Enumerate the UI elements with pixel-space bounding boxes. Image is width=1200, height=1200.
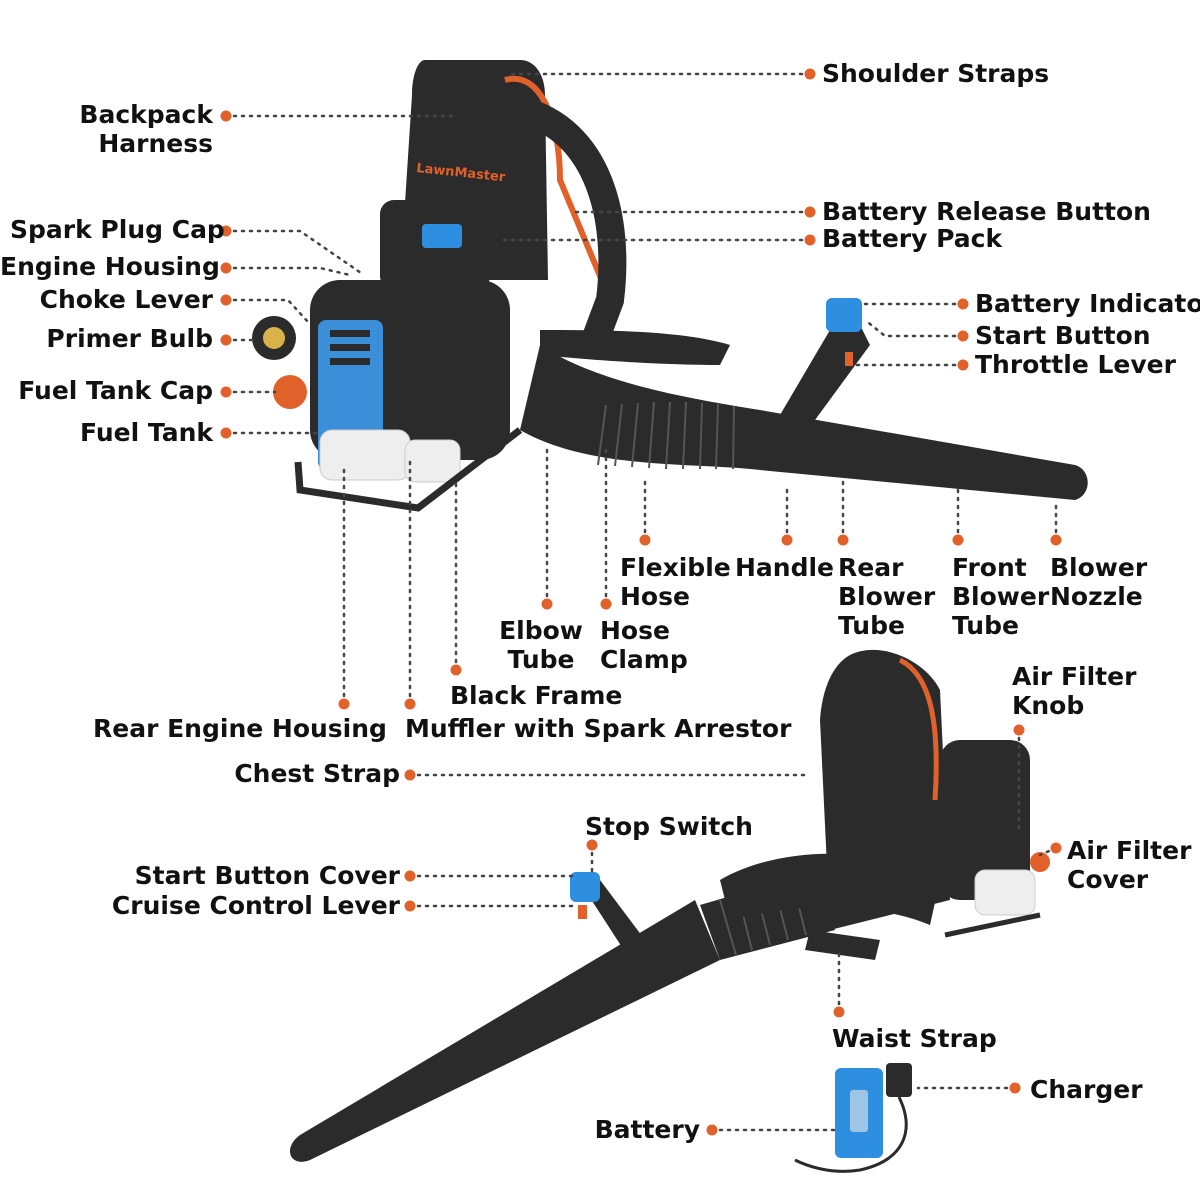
orange-dot-icon — [833, 1006, 845, 1018]
label-backpack-harness: Backpack Harness — [79, 100, 213, 158]
label-engine-housing: Engine Housing — [0, 252, 220, 281]
orange-dot-icon — [804, 234, 816, 246]
orange-dot-icon — [1009, 1082, 1021, 1094]
top-blower-illustration: LawnMaster — [252, 60, 1088, 512]
label-cruise-control-lever: Cruise Control Lever — [111, 891, 400, 920]
orange-dot-icon — [220, 110, 232, 122]
dot-layer — [220, 68, 1062, 1136]
label-stop-switch: Stop Switch — [585, 812, 753, 841]
orange-dot-icon — [837, 534, 849, 546]
orange-dot-icon — [404, 870, 416, 882]
orange-dot-icon — [220, 334, 232, 346]
label-elbow-tube: Elbow Tube — [499, 616, 583, 674]
orange-dot-icon — [952, 534, 964, 546]
label-handle: Handle — [735, 553, 835, 582]
label-primer-bulb: Primer Bulb — [46, 324, 213, 353]
label-air-filter-knob: Air Filter Knob — [1012, 662, 1137, 720]
orange-dot-icon — [586, 839, 598, 851]
label-black-frame: Black Frame — [450, 681, 623, 710]
label-front-blower-tube: Front Blower Tube — [952, 553, 1050, 640]
label-waist-strap: Waist Strap — [832, 1024, 997, 1053]
orange-dot-icon — [1013, 724, 1025, 736]
orange-dot-icon — [220, 225, 232, 237]
label-rear-engine-housing: Rear Engine Housing — [93, 714, 387, 743]
orange-dot-icon — [1050, 842, 1062, 854]
label-charger: Charger — [1030, 1075, 1143, 1104]
label-air-filter-cover: Air Filter Cover — [1067, 836, 1192, 894]
orange-dot-icon — [957, 359, 969, 371]
orange-dot-icon — [404, 698, 416, 710]
orange-dot-icon — [404, 769, 416, 781]
orange-dot-icon — [957, 298, 969, 310]
label-battery: Battery — [594, 1115, 700, 1144]
label-throttle-lever: Throttle Lever — [975, 350, 1176, 379]
label-hose-clamp: Hose Clamp — [600, 616, 688, 674]
label-battery-release-button: Battery Release Button — [822, 197, 1151, 226]
label-blower-nozzle: Blower Nozzle — [1050, 553, 1148, 611]
label-choke-lever: Choke Lever — [39, 285, 213, 314]
orange-dot-icon — [220, 262, 232, 274]
label-start-button-cover: Start Button Cover — [134, 861, 400, 890]
label-flexible-hose: Flexible Hose — [620, 553, 731, 611]
bottom-blower-illustration — [289, 649, 1050, 1173]
orange-dot-icon — [600, 598, 612, 610]
leader-lines — [224, 72, 1058, 1132]
orange-dot-icon — [957, 330, 969, 342]
orange-dot-icon — [404, 900, 416, 912]
label-start-button: Start Button — [975, 321, 1151, 350]
label-spark-plug-cap: Spark Plug Cap — [10, 215, 225, 244]
label-battery-indicator: Battery Indicator — [975, 289, 1200, 318]
label-muffler-with-spark-arrestor: Muffler with Spark Arrestor — [405, 714, 792, 743]
orange-dot-icon — [639, 534, 651, 546]
orange-dot-icon — [781, 534, 793, 546]
orange-dot-icon — [220, 427, 232, 439]
label-fuel-tank: Fuel Tank — [80, 418, 213, 447]
orange-dot-icon — [804, 206, 816, 218]
label-battery-pack: Battery Pack — [822, 224, 1003, 253]
label-shoulder-straps: Shoulder Straps — [822, 59, 1050, 88]
label-chest-strap: Chest Strap — [234, 759, 400, 788]
orange-dot-icon — [220, 386, 232, 398]
label-rear-blower-tube: Rear Blower Tube — [838, 553, 936, 640]
orange-dot-icon — [450, 664, 462, 676]
orange-dot-icon — [1050, 534, 1062, 546]
orange-dot-icon — [338, 698, 350, 710]
orange-dot-icon — [804, 68, 816, 80]
orange-dot-icon — [706, 1124, 718, 1136]
orange-dot-icon — [541, 598, 553, 610]
orange-dot-icon — [220, 294, 232, 306]
label-fuel-tank-cap: Fuel Tank Cap — [18, 376, 213, 405]
